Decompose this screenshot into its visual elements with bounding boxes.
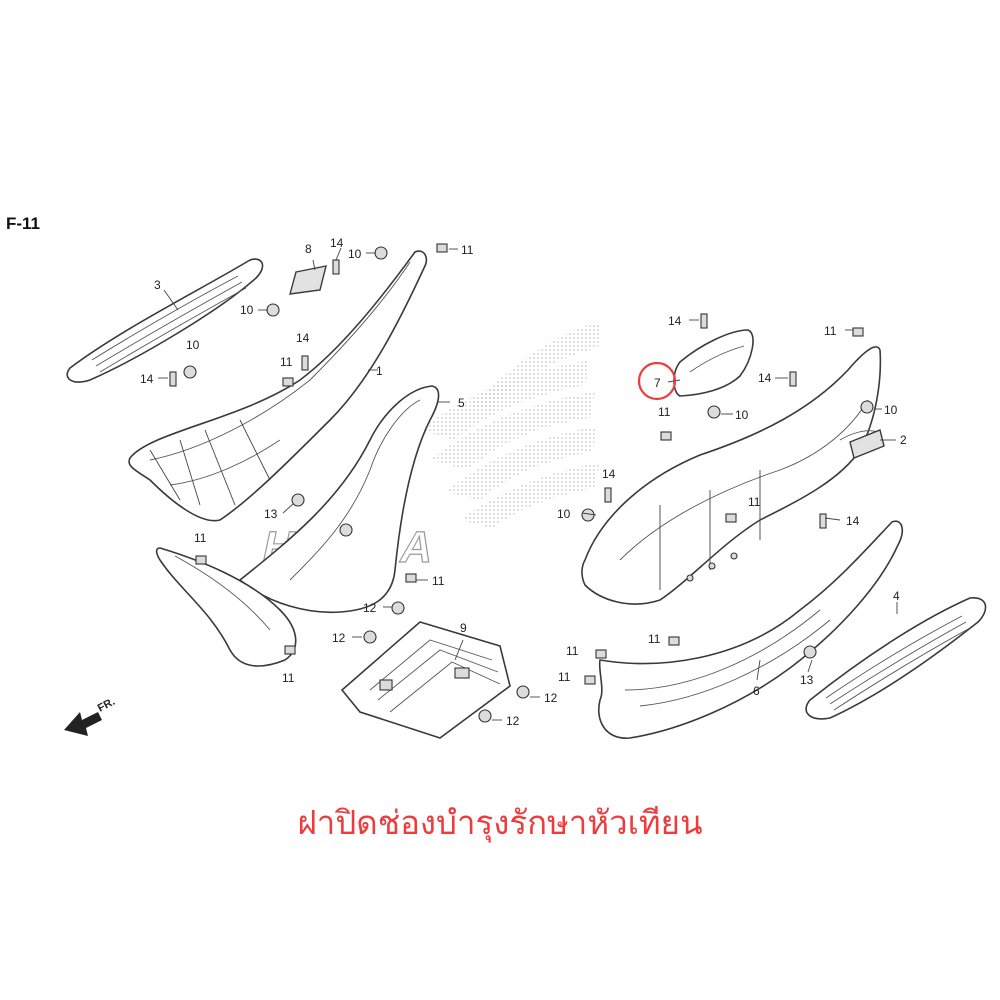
- part-5-center-cover: [238, 385, 440, 614]
- part-4-right-floor-mat: [805, 597, 987, 720]
- caption-spark-plug-maintenance-cover: ฝาปิดช่องบำรุงรักษาหัวเทียน: [297, 803, 703, 842]
- part-2-right-side-cover: [581, 346, 885, 605]
- label-3: 3: [154, 278, 161, 292]
- part-9-under-cover: [340, 621, 511, 739]
- front-arrow-icon: [64, 712, 102, 736]
- label-10: 10: [348, 247, 362, 261]
- label-10: 10: [735, 408, 749, 422]
- label-14: 14: [846, 514, 860, 528]
- label-11: 11: [432, 574, 445, 588]
- label-13: 13: [264, 507, 278, 521]
- label-8: 8: [305, 242, 312, 256]
- fasteners: [169, 243, 874, 723]
- label-10: 10: [884, 403, 898, 417]
- label-14: 14: [758, 371, 772, 385]
- label-11: 11: [748, 495, 761, 509]
- part-6-right-lower-cover: [598, 520, 904, 739]
- label-7: 7: [654, 376, 661, 390]
- label-5: 5: [458, 396, 465, 410]
- label-11: 11: [558, 670, 571, 684]
- label-12: 12: [332, 631, 346, 645]
- callout-labels: 3 8 14 10 11 10 14 10 11 1 14 5 13 11 11…: [140, 236, 907, 728]
- label-9: 9: [460, 621, 467, 635]
- label-11: 11: [824, 324, 837, 338]
- label-14: 14: [602, 467, 616, 481]
- label-10: 10: [186, 338, 200, 352]
- part-7-spark-plug-maintenance-lid: [673, 329, 754, 397]
- label-14: 14: [330, 236, 344, 250]
- left-lower-side-cover: [155, 547, 297, 667]
- part-3-left-floor-mat: [66, 258, 264, 383]
- label-14: 14: [140, 372, 154, 386]
- label-1: 1: [376, 364, 383, 378]
- label-4: 4: [893, 589, 900, 603]
- label-11: 11: [566, 644, 579, 658]
- label-11: 11: [658, 405, 671, 419]
- label-11: 11: [461, 243, 474, 257]
- label-10: 10: [240, 303, 254, 317]
- label-11: 11: [282, 671, 295, 685]
- highlight-circle: [637, 361, 677, 401]
- label-12: 12: [363, 601, 377, 615]
- label-14: 14: [296, 331, 310, 345]
- front-label: FR.: [96, 696, 117, 715]
- front-direction-indicator: FR.: [64, 696, 117, 736]
- label-11: 11: [194, 531, 207, 545]
- label-12: 12: [544, 691, 558, 705]
- label-11: 11: [280, 355, 293, 369]
- part-8-clip-tag: [289, 265, 327, 295]
- label-11: 11: [648, 632, 661, 646]
- label-14: 14: [668, 314, 682, 328]
- label-10: 10: [557, 507, 571, 521]
- label-6: 6: [753, 684, 760, 698]
- label-13: 13: [800, 673, 814, 687]
- section-code: F-11: [6, 214, 41, 233]
- label-2: 2: [900, 433, 907, 447]
- honda-wing-watermark: [420, 322, 600, 528]
- part-1-left-side-cover: [128, 250, 428, 522]
- label-12: 12: [506, 714, 520, 728]
